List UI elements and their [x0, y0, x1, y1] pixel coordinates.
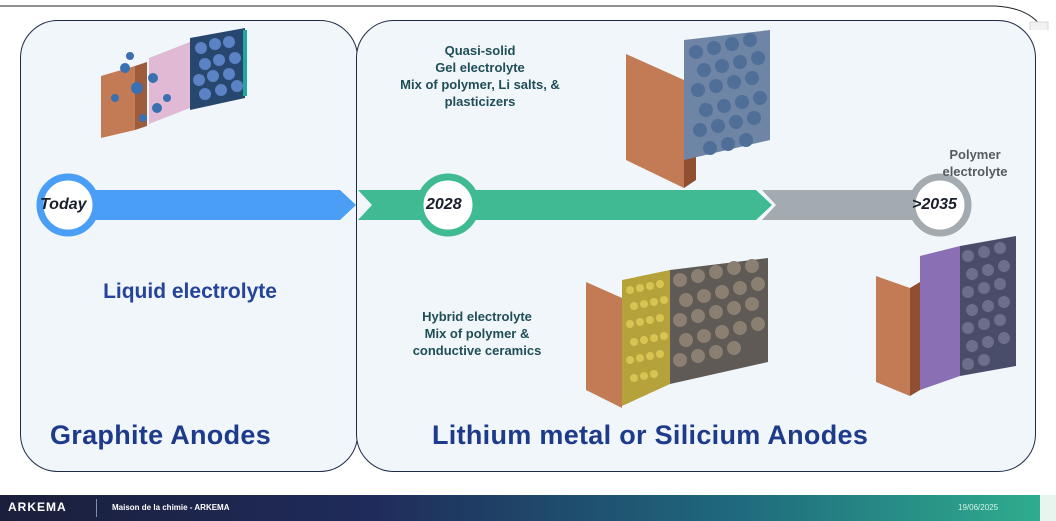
hybrid-electrolyte-label: Hybrid electrolyte Mix of polymer & cond… [372, 308, 582, 359]
polymer-cell-illustration [876, 236, 1016, 396]
today-label: Today [40, 196, 87, 213]
liquid-electrolyte-label: Liquid electrolyte [103, 280, 277, 303]
timeline [36, 173, 972, 237]
hybrid-cell-illustration [586, 258, 768, 408]
footer-event-name: Maison de la chimie - ARKEMA [112, 503, 230, 512]
2028-milestone-ring [416, 173, 480, 237]
quasi-solid-line-1: Quasi-solid [444, 43, 516, 58]
today-milestone-ring [36, 173, 100, 237]
graphite-anodes-title: Graphite Anodes [50, 420, 272, 450]
quasi-solid-line-3: Mix of polymer, Li salts, & [400, 77, 560, 92]
lithium-anodes-title: Lithium metal or Silicium Anodes [432, 420, 869, 450]
liquid-cell-illustration [101, 28, 247, 138]
footer-date: 19/06/2025 [958, 503, 999, 512]
footer-divider [96, 499, 97, 517]
footer-end-block [1040, 495, 1056, 521]
polymer-line-2: electrolyte [942, 164, 1008, 179]
2035-arrow [762, 190, 935, 220]
top-rule [0, 5, 1049, 30]
polymer-line-1: Polymer [949, 147, 1001, 162]
quasi-solid-line-2: Gel electrolyte [435, 60, 525, 75]
footer-bar: ARKEMA Maison de la chimie - ARKEMA 19/0… [0, 495, 1056, 521]
hybrid-line-1: Hybrid electrolyte [422, 309, 532, 324]
polymer-electrolyte-label: Polymer electrolyte [920, 146, 1030, 180]
arkema-logo: ARKEMA [8, 500, 67, 514]
quasi-solid-cell-illustration [626, 30, 770, 188]
quasi-solid-label: Quasi-solid Gel electrolyte Mix of polym… [365, 42, 595, 110]
quasi-solid-line-4: plasticizers [444, 94, 516, 109]
hybrid-line-3: conductive ceramics [412, 343, 542, 358]
2035-label: >2035 [912, 196, 957, 213]
2028-label: 2028 [426, 196, 462, 213]
2035-milestone-ring [908, 173, 972, 237]
today-arrow [60, 190, 356, 220]
hybrid-line-2: Mix of polymer & [424, 326, 530, 341]
